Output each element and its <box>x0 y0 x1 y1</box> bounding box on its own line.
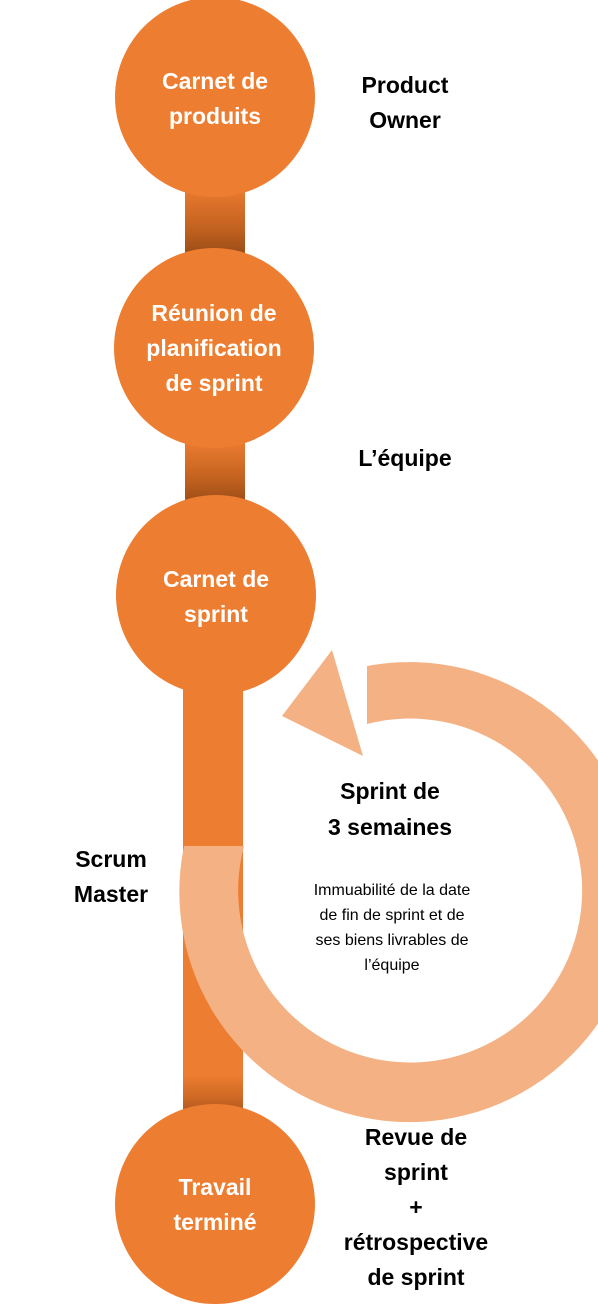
step-circle-3 <box>116 495 316 695</box>
role-sprint-review-retrospective: Revue de sprint + rétrospective de sprin… <box>343 1124 489 1290</box>
step-circle-1 <box>115 0 315 197</box>
sprint-cycle-arrowhead <box>282 650 363 756</box>
step-label-product-backlog: Carnet de produits <box>161 68 269 129</box>
step-circle-4 <box>115 1104 315 1304</box>
role-scrum-master: Scrum Master <box>73 846 149 907</box>
step-circle-2 <box>114 248 314 448</box>
sprint-description: Immuabilité de la date de fin de sprint … <box>313 882 471 974</box>
step-label-work-done: Travail terminé <box>173 1174 257 1235</box>
role-product-owner: Product Owner <box>361 72 449 133</box>
step-label-sprint-backlog: Carnet de sprint <box>162 566 270 627</box>
role-team: L’équipe <box>358 445 452 471</box>
sprint-duration-title: Sprint de 3 semaines <box>327 778 453 840</box>
step-label-sprint-planning: Réunion de planification de sprint <box>146 300 282 396</box>
